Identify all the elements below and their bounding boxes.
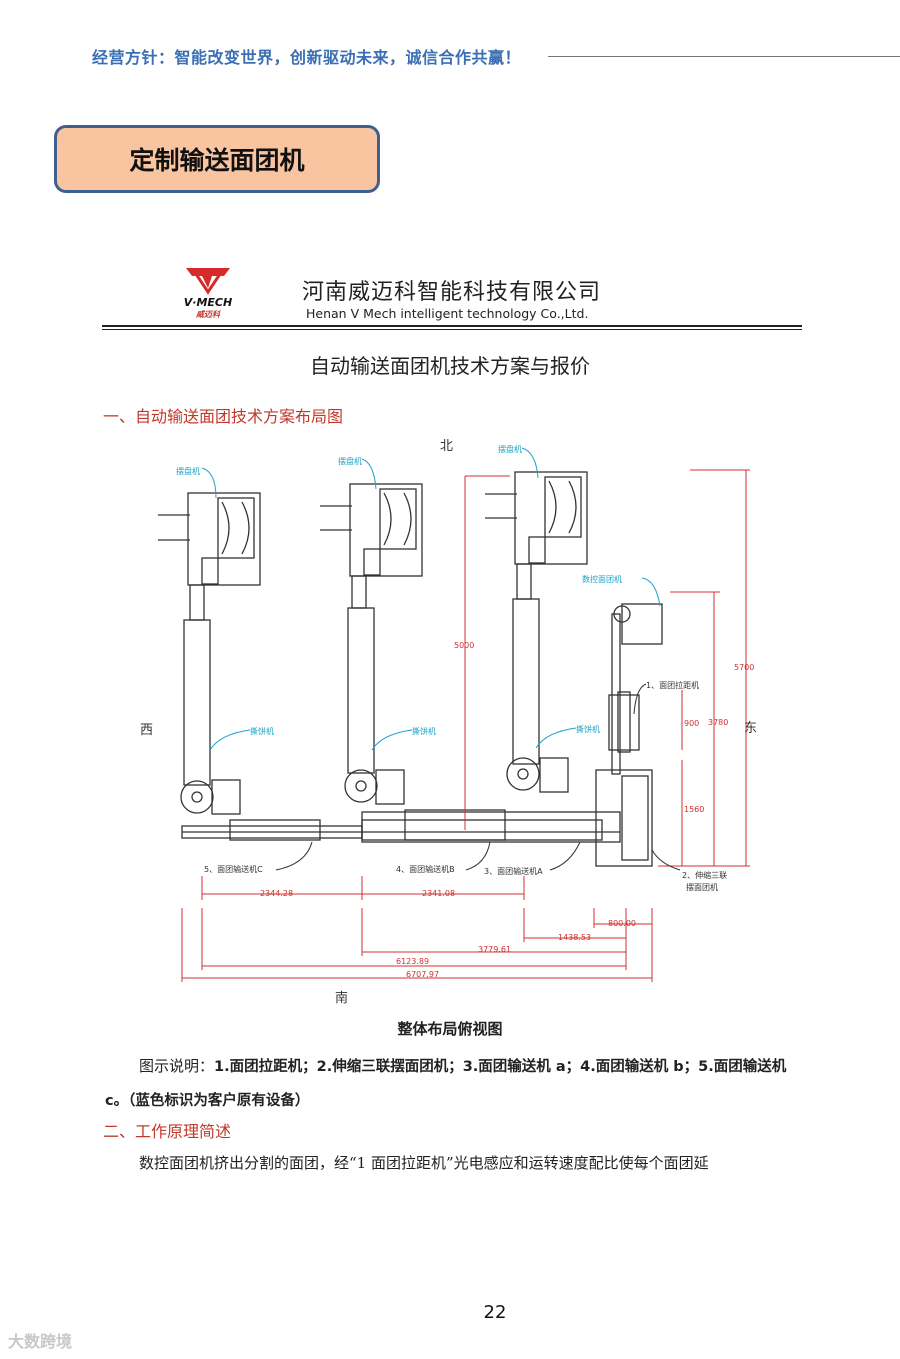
dim-3780: 3780: [708, 718, 728, 727]
layout-diagram: 北 南 西 东 摆盘机 摆盘机 摆盘机 撕饼机 撕饼机 撕饼机 数控面团机 1、…: [140, 439, 757, 1006]
label-machine-3: 3、面团输送机A: [484, 866, 543, 876]
tray-machine-3: [485, 471, 588, 565]
dim-800: 800.00: [608, 919, 636, 928]
conveyor-b: [361, 819, 603, 841]
label-tray-3: 摆盘机: [498, 444, 522, 454]
header-motto: 经营方针：智能改变世界，创新驱动未来，诚信合作共赢！: [92, 48, 522, 67]
column-2: [347, 607, 375, 774]
section2-heading: 二、工作原理简述: [103, 1122, 232, 1141]
label-tray-1: 摆盘机: [176, 466, 200, 476]
dim-3779: 3779.61: [478, 945, 511, 954]
figure-legend: 图示说明：1.面团拉距机；2.伸缩三联摆面团机；3.面团输送机 a；4.面团输送…: [105, 1050, 805, 1118]
label-press-2: 撕饼机: [412, 726, 436, 736]
tray-machine-1: [158, 492, 261, 586]
body-paragraph: 数控面团机挤出分割的面团，经“1 面团拉距机”光电感应和运转速度配比使每个面团延: [139, 1154, 709, 1172]
legend-items: 1.面团拉距机；2.伸缩三联摆面团机；3.面团输送机 a；4.面团输送机 b；5…: [105, 1059, 787, 1109]
section-title-box: 定制输送面团机: [54, 125, 380, 193]
dim-1560: 1560: [684, 805, 704, 814]
label-machine-5: 5、面团输送机C: [204, 864, 263, 874]
watermark: 大数跨境: [8, 1332, 73, 1351]
compass-north: 北: [440, 439, 453, 454]
document-title: 自动输送面团机技术方案与报价: [310, 354, 590, 378]
column-1-neck: [189, 584, 205, 621]
conveyor-a: [361, 811, 621, 843]
vmech-logo-icon: [186, 268, 230, 295]
logo-brand-text: V·MECH: [183, 296, 233, 309]
label-machine-2-line1: 2、伸缩三联: [682, 870, 727, 880]
dim-2344: 2344.28: [260, 889, 293, 898]
swing-machine: [595, 769, 653, 867]
section1-heading: 一、自动输送面团技术方案布局图: [103, 407, 344, 426]
dim-5700: 5700: [734, 663, 754, 672]
logo-sub-text: 威迈科: [196, 310, 220, 319]
tray-machine-2: [320, 483, 423, 577]
column-3: [512, 598, 540, 765]
label-tray-2: 摆盘机: [338, 456, 362, 466]
dim-6123: 6123.89: [396, 957, 429, 966]
letterhead-rule-thick: [102, 325, 802, 327]
label-machine-2-line2: 摆面团机: [686, 882, 718, 892]
roller-2: [344, 769, 378, 803]
roller-1: [180, 780, 214, 814]
letterhead-rule-thin: [102, 329, 802, 330]
company-name-cn: 河南威迈科智能科技有限公司: [302, 280, 602, 305]
pitch-machine: [608, 694, 640, 751]
column-1: [183, 619, 211, 786]
label-press-3: 撕饼机: [576, 724, 600, 734]
label-cnc: 数控面团机: [582, 574, 622, 584]
label-machine-4: 4、面团输送机B: [396, 864, 455, 874]
dim-900: 900: [684, 719, 699, 728]
roller-3: [506, 757, 540, 791]
page-number: 22: [483, 1302, 507, 1323]
dim-6707: 6707.97: [406, 970, 439, 979]
figure-caption: 整体布局俯视图: [397, 1020, 503, 1038]
dim-2341: 2341.08: [422, 889, 455, 898]
legend-note: （蓝色标识为客户原有设备）: [128, 1093, 310, 1109]
compass-west: 西: [140, 723, 153, 738]
legend-prefix: 图示说明：: [139, 1057, 215, 1075]
dim-5000: 5000: [454, 641, 474, 650]
label-machine-1: 1、面团拉距机: [646, 680, 699, 690]
cnc-machine: [621, 603, 663, 645]
section-title: 定制输送面团机: [129, 146, 305, 175]
company-name-en: Henan V Mech intelligent technology Co.,…: [306, 306, 589, 321]
dim-1438: 1438.53: [558, 933, 591, 942]
label-press-1: 撕饼机: [250, 726, 274, 736]
header-rule: [548, 56, 900, 57]
compass-east: 东: [744, 721, 757, 736]
compass-south: 南: [335, 990, 348, 1006]
